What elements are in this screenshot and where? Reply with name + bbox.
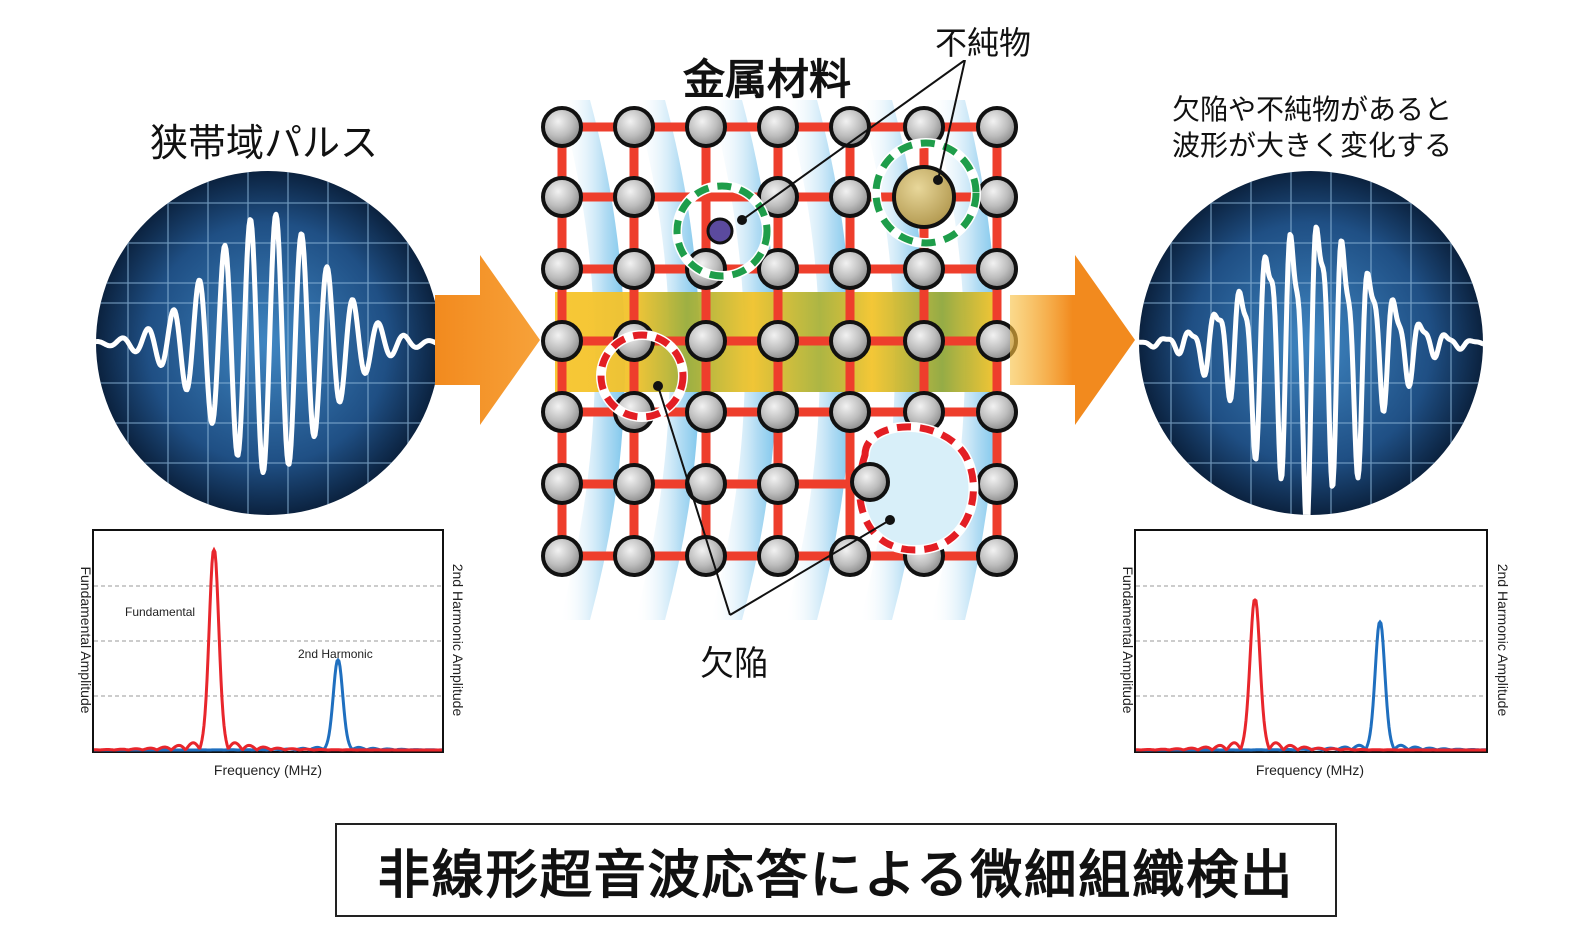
defect-ring-small-dash [597,331,687,421]
caption-box: 非線形超音波応答による微細組織検出 [335,823,1337,917]
lattice-atom [829,106,871,148]
lattice-atoms [541,106,1018,577]
lattice-atom [613,463,655,505]
lattice-atom [757,248,799,290]
lattice-atom [976,248,1018,290]
lattice-atom [685,535,727,577]
lattice-atom [976,535,1018,577]
large-impurity-atom [892,165,956,229]
lattice-atom [903,320,945,362]
input-arrow [435,255,540,425]
lattice-atom [685,106,727,148]
fundamental-curve [1136,598,1486,752]
lattice-atom [613,106,655,148]
output-spectrum-chart: Frequency (MHz) Fundamental Amplitude 2n… [1120,529,1511,778]
defect-label: 欠陥 [700,644,768,684]
narrowband-pulse-title: 狭帯域パルス [150,121,379,165]
y-axis-label-left: Fundamental Amplitude [1120,566,1136,713]
output-waveform-scope [1139,171,1483,515]
metal-material-title: 金属材料 [683,55,852,104]
lattice-atom [829,320,871,362]
lattice-atom [541,463,583,505]
caption-text: 非線形超音波応答による微細組織検出 [377,845,1295,906]
lattice-atom [541,535,583,577]
input-pulse-trace [96,211,440,475]
result-text-line1: 欠陥や不純物があると [1172,93,1453,126]
fundamental-curve [94,546,442,752]
lattice-atom [541,391,583,433]
lattice-atom [613,535,655,577]
lattice-atom [685,391,727,433]
output-distorted-trace [1139,224,1483,515]
result-text-line2: 波形が大きく変化する [1172,129,1453,162]
small-impurity-atom [706,217,734,245]
lattice-atom [541,248,583,290]
input-waveform-scope [96,171,440,515]
lattice-atom [685,463,727,505]
lattice-atom [541,106,583,148]
x-axis-label: Frequency (MHz) [1256,762,1364,778]
input-spectrum-chart: Fundamental 2nd Harmonic Frequency (MHz)… [78,529,466,778]
lattice-atom [541,176,583,218]
callout-leaders [657,60,966,616]
impurity-ring-small-dash [673,182,771,280]
y-axis-label-right: 2nd Harmonic Amplitude [450,564,466,717]
lattice-atom [976,106,1018,148]
lattice-atom [829,248,871,290]
lattice-atom [541,320,583,362]
lattice-atom [757,106,799,148]
harmonic-annotation: 2nd Harmonic [298,647,373,661]
lattice-atom [976,391,1018,433]
lattice-atom [829,391,871,433]
y-axis-label-left: Fundamental Amplitude [78,566,94,713]
lattice-atom [757,535,799,577]
lattice-atom [757,320,799,362]
x-axis-label: Frequency (MHz) [214,762,322,778]
impurity-ring-large-dash [872,139,980,247]
fundamental-annotation: Fundamental [125,605,195,619]
lattice-atom [757,391,799,433]
lattice-atom [685,320,727,362]
lattice-atom [976,463,1018,505]
defect-ring-large-dash [855,423,977,554]
output-arrow [1010,255,1135,425]
callout-dots [653,175,943,525]
lattice-atom [903,248,945,290]
metal-lattice-diagram [541,60,1018,620]
impurity-label: 不純物 [935,24,1032,62]
lattice-atom [976,176,1018,218]
lattice-atom [613,176,655,218]
lattice-atom [829,176,871,218]
y-axis-label-right: 2nd Harmonic Amplitude [1495,564,1511,717]
defect-neighbor-atom [850,462,890,502]
lattice-atom [757,463,799,505]
lattice-atom [613,248,655,290]
